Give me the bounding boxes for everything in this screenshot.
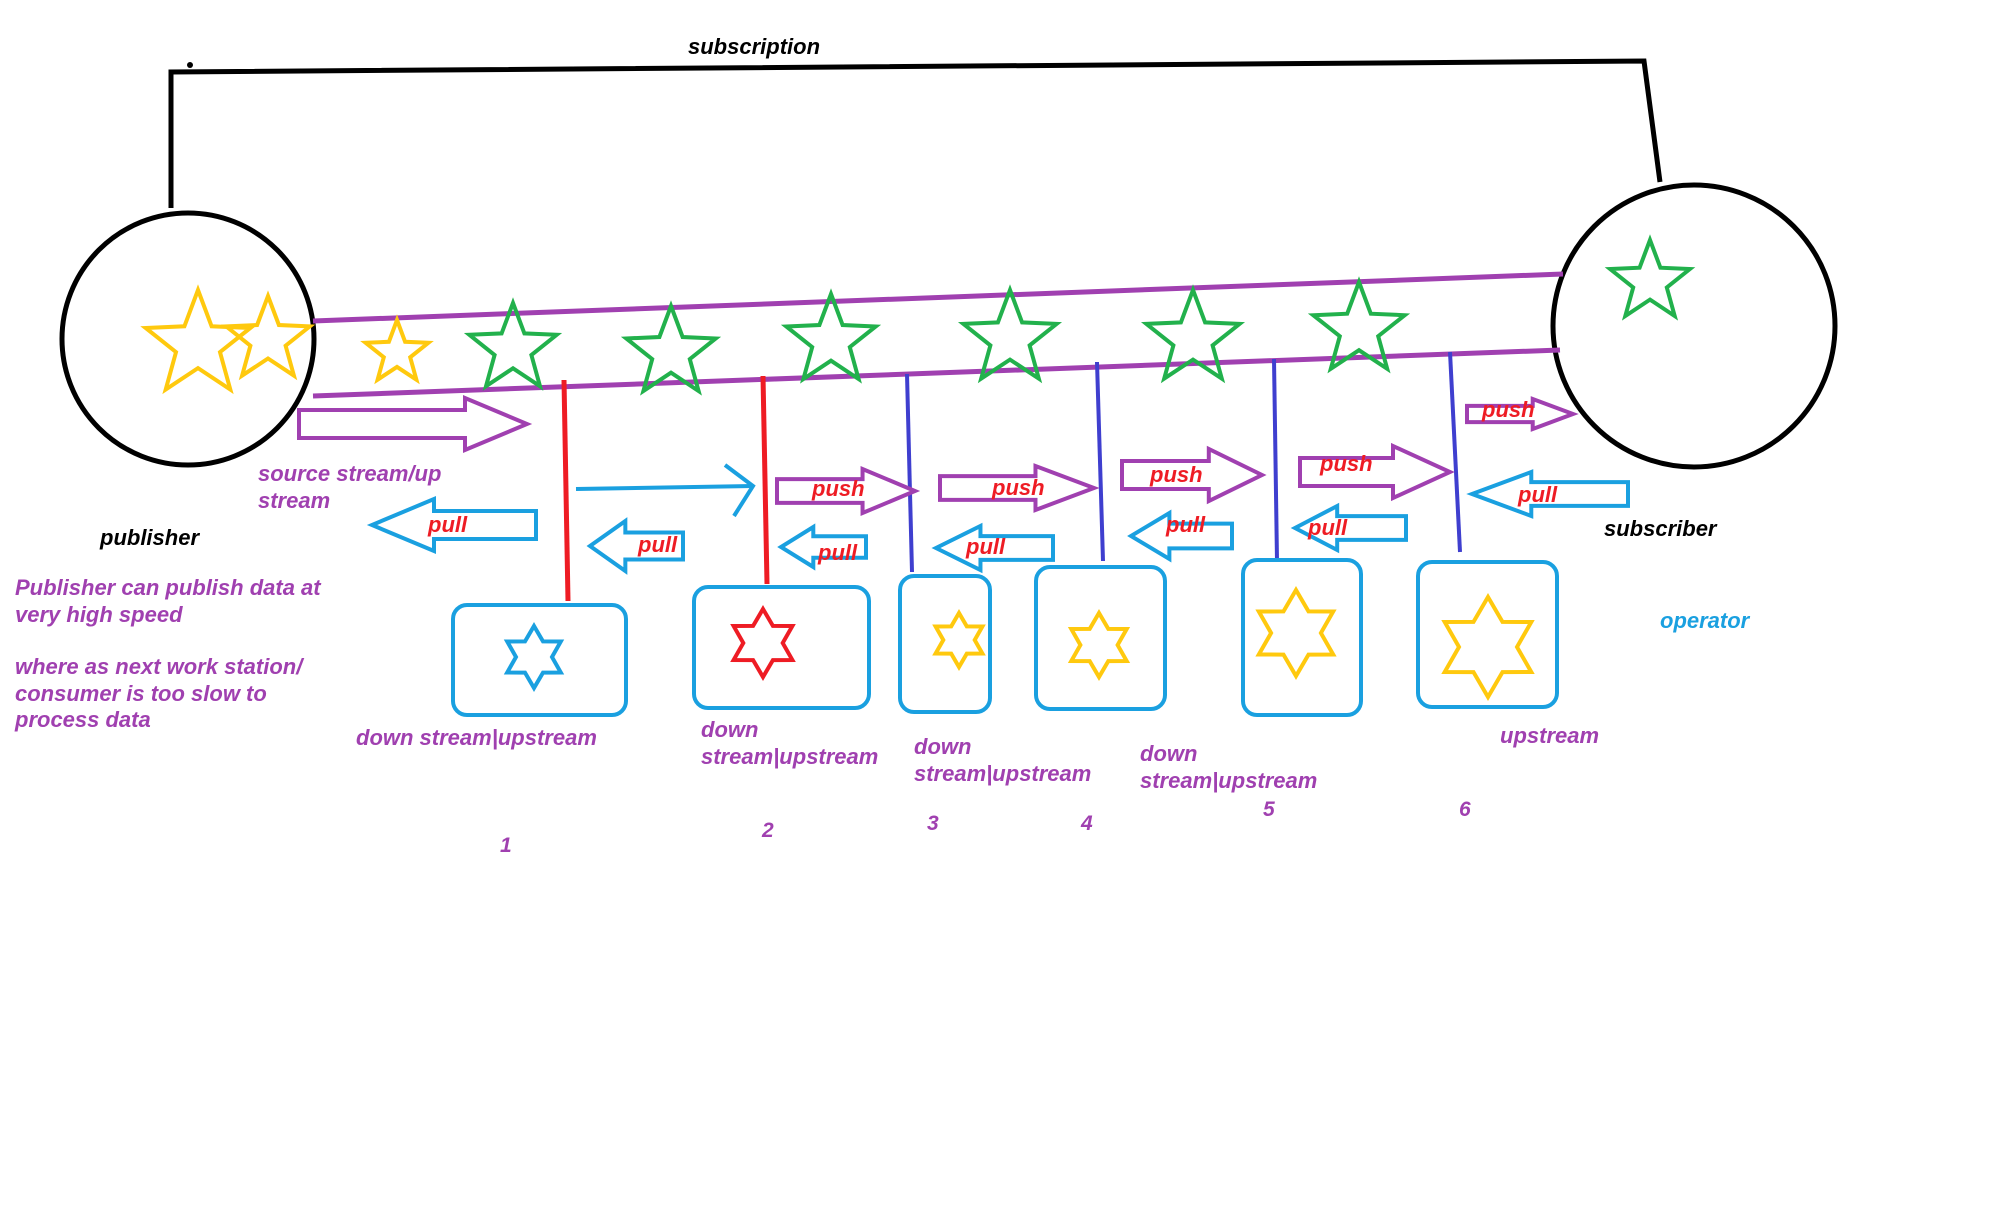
operator-box-2 [692,585,871,710]
push-label-1: push [812,476,865,501]
subscription-label: subscription [688,34,821,59]
push-arrow-2 [938,463,1100,513]
operator-box-6 [1416,560,1559,709]
pull-label-4: pull [966,534,1006,559]
stream-star-green-3-icon [780,288,882,384]
divider-5 [1272,358,1279,562]
publisher-node [59,210,317,468]
pull-arrow-7 [1466,469,1630,519]
source-stream-arrow [297,394,533,454]
push-label-5: push [1482,397,1535,422]
stream-star-green-1-icon [463,297,563,391]
operator-5-caption-1: down [1140,741,1198,766]
operator-6-star-icon [1441,593,1535,701]
operator-6-caption: upstream [1500,723,1600,748]
pull-label-2: pull [638,532,678,557]
divider-6 [1448,351,1462,553]
stream-star-green-6-icon [1307,276,1411,374]
pull-arrow-3 [777,523,868,571]
note-line-4: consumer is too slow to [15,681,267,706]
publisher-star-large-icon [140,284,256,395]
subscription-dot [187,62,193,68]
source-stream-label-1: source stream/up [258,461,442,486]
subscription-connector [168,58,1663,208]
divider-4 [1095,361,1105,562]
pull-label-6: pull [1308,515,1348,540]
pull-arrow-6 [1290,502,1408,554]
push-label-3: push [1150,462,1203,487]
operator-5-star-icon [1255,586,1337,680]
pull-label-7: pull [1518,482,1558,507]
operator-box-3 [898,574,992,714]
operator-5-caption-2: stream|upstream [1140,768,1318,793]
operator-box-5 [1241,558,1363,717]
subscriber-star-icon [1604,234,1696,321]
operator-5-number: 5 [1263,798,1275,821]
pull-arrow-5 [1127,509,1234,563]
pull-label-1: pull [428,512,468,537]
push-arrow-4 [1298,442,1455,502]
operator-3-star-icon [932,609,986,671]
note-line-2: very high speed [15,602,183,627]
subscriber-label: subscriber [1604,516,1717,541]
operator-1-number: 1 [500,834,512,857]
operator-3-caption-1: down [914,734,972,759]
publisher-star-small-icon [220,290,316,381]
stream-star-green-5-icon [1140,284,1246,384]
stream-star-green-4-icon [957,284,1063,384]
stream-star-green-2-icon [620,300,722,396]
push-label-2: push [992,475,1045,500]
note-line-1: Publisher can publish data at [15,575,321,600]
divider-3 [905,373,914,573]
note-line-5: process data [15,707,151,732]
operator-2-number: 2 [762,819,774,842]
flow-arrows [297,394,1630,575]
operator-3-caption-2: stream|upstream [914,761,1092,786]
publisher-label: publisher [100,525,200,550]
stream-stars [140,234,1696,701]
operator-6-number: 6 [1459,798,1471,821]
operator-2-caption-1: down [701,717,759,742]
operator-4-number: 4 [1081,812,1093,835]
pull-arrow-4 [931,522,1055,574]
operator-1-star-icon [503,622,565,692]
stream-pipe-bottom [312,347,1561,399]
divider-1 [561,379,571,602]
operator-3-number: 3 [927,812,939,835]
note-line-3: where as next work station/ [15,654,303,679]
push-arrow-3 [1120,445,1267,505]
source-stream-label-2: stream [258,488,331,513]
push-label-4: push [1320,451,1373,476]
stream-pipe-top [312,271,1564,324]
operator-2-caption-2: stream|upstream [701,744,879,769]
operator-label: operator [1660,608,1750,633]
pull-label-3: pull [818,540,858,565]
operator-2-star-icon [730,605,796,681]
line-arrow-shaft [575,484,754,491]
pull-label-5: pull [1166,512,1206,537]
operator-4-star-icon [1067,609,1131,681]
pull-arrow-2 [586,517,685,575]
push-arrow-1 [775,465,921,517]
subscriber-node [1550,182,1838,470]
operator-box-4 [1034,565,1167,711]
line-arrow-head [723,463,756,518]
divider-2 [760,375,770,585]
pull-arrow-1 [366,495,538,555]
stream-star-yellow-icon [360,314,434,385]
push-arrow-5 [1465,396,1579,432]
operator-1-caption: down stream|upstream [356,725,597,750]
operator-box-1 [451,603,628,717]
